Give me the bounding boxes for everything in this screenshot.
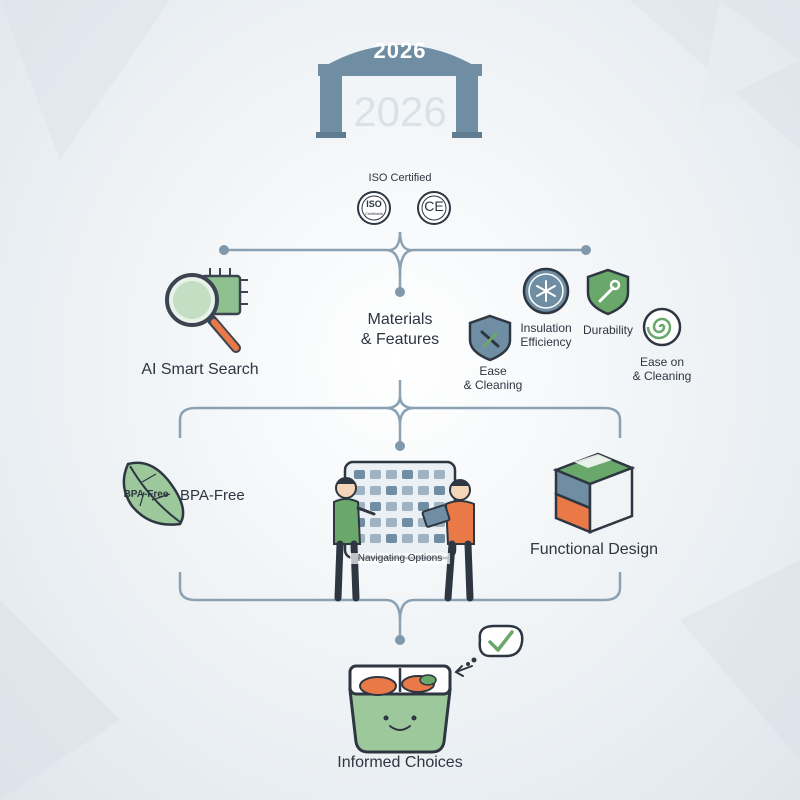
shelf-container: [386, 486, 397, 495]
insulation-line-1: Insulation: [520, 321, 572, 335]
durability-shield-icon: [586, 268, 630, 316]
connector-nodes: [219, 245, 591, 645]
shelf-container: [402, 534, 413, 543]
ease-on-cleaning-spiral-icon: [642, 307, 682, 347]
person-right-icon: [421, 479, 475, 602]
shelf-container: [386, 470, 397, 479]
ease-line-1: Ease: [479, 364, 507, 378]
functional-design-label: Functional Design: [529, 541, 659, 558]
iso-badge-subtext: Certifiable: [364, 211, 383, 216]
shelf-container: [434, 470, 445, 479]
shelf-container: [386, 534, 397, 543]
ease-cleaning-label: Ease & Cleaning: [448, 364, 538, 392]
ai-smart-search-label: AI Smart Search: [141, 361, 259, 378]
shelf-container: [370, 486, 381, 495]
bpa-leaf-text: BPA-Free: [123, 489, 169, 500]
navigating-options-label: Navigating Options: [350, 553, 450, 564]
shelf-container: [402, 470, 413, 479]
iso-badge-text: ISO: [366, 199, 382, 209]
shelf-container: [370, 518, 381, 527]
iso-badge-icon: [357, 191, 391, 225]
shelf-container: [386, 502, 397, 511]
shelf-container: [370, 470, 381, 479]
ease-on-cleaning-label: Ease on & Cleaning: [616, 355, 708, 383]
arrow-left-icon: [454, 665, 473, 677]
checkmark-bubble-icon: [466, 624, 524, 666]
arch-year-label: 2026: [373, 38, 427, 63]
shelf-container: [434, 486, 445, 495]
ce-badge-icon: [417, 191, 451, 225]
durability-label: Durability: [582, 323, 633, 337]
shelf-container: [354, 470, 365, 479]
shelf-container: [402, 486, 413, 495]
shelf-container: [402, 502, 413, 511]
materials-features-label: Materials & Features: [330, 310, 470, 350]
shelf-container: [370, 534, 381, 543]
insulation-efficiency-label: Insulation Efficiency: [506, 321, 586, 349]
shelf-container: [418, 470, 429, 479]
insulation-snowflake-icon: [522, 267, 570, 315]
insulation-line-2: Efficiency: [520, 335, 572, 349]
ease-on-line-2: & Cleaning: [632, 369, 692, 383]
food-container-icon: [348, 664, 452, 754]
shelf-container: [418, 486, 429, 495]
ease-on-line-1: Ease on: [639, 355, 685, 369]
informed-choices-label: Informed Choices: [337, 754, 463, 771]
iso-certified-label: ISO Certified: [368, 172, 432, 184]
ce-badge-text: CE: [424, 198, 444, 214]
ai-search-icon: [165, 268, 248, 353]
bpa-free-label: BPA-Free: [180, 487, 245, 504]
connector-lines: [178, 231, 622, 640]
arch-2026: [316, 45, 482, 138]
materials-line-1: Materials: [367, 311, 433, 328]
shelf-container: [418, 534, 429, 543]
bpa-leaf-icon: [122, 461, 185, 526]
shelf-container: [402, 518, 413, 527]
materials-line-2: & Features: [360, 331, 440, 348]
shelf-container: [370, 502, 381, 511]
ease-line-2: & Cleaning: [463, 378, 523, 392]
ease-cleaning-shield-icon: [468, 314, 512, 362]
shelf-container: [434, 534, 445, 543]
arch-year-shadow-label: 2026: [353, 88, 447, 135]
functional-design-cube-icon: [552, 452, 636, 534]
shelf-container: [418, 502, 429, 511]
shelf-container: [386, 518, 397, 527]
